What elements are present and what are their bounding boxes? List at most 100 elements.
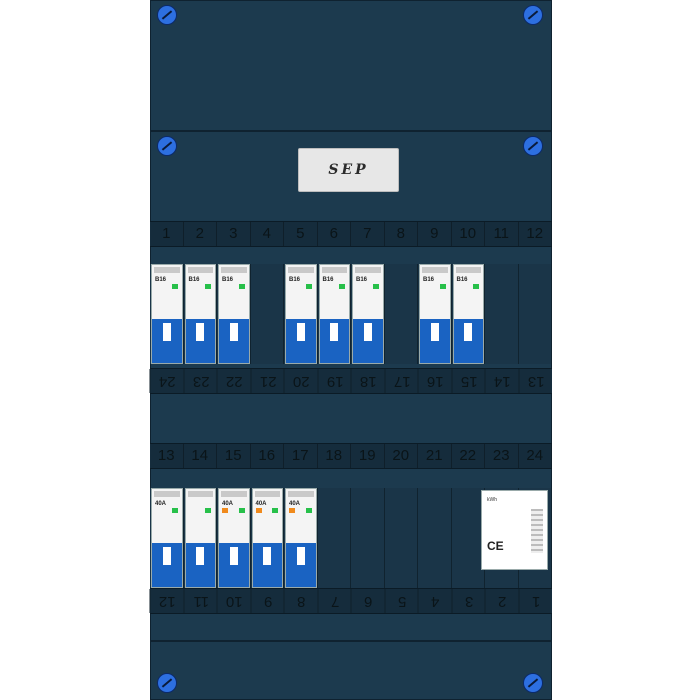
panel-seam	[150, 130, 552, 132]
screw-icon	[157, 136, 177, 156]
circuit-number: 14	[184, 444, 217, 468]
rail-slot	[485, 264, 519, 364]
circuit-number: 5	[284, 222, 318, 246]
circuit-number: 24	[150, 369, 184, 393]
circuit-breaker[interactable]: 40A	[151, 488, 183, 588]
circuit-breaker[interactable]: B16	[184, 264, 216, 364]
circuit-breaker[interactable]: 40A	[218, 488, 250, 588]
circuit-number: 21	[418, 444, 452, 468]
rail-slot	[317, 488, 351, 588]
circuit-number: 22	[452, 444, 485, 468]
rail-slot	[451, 488, 485, 588]
rail-slot	[384, 264, 418, 364]
circuit-number: 18	[318, 444, 351, 468]
circuit-breaker[interactable]: B16	[218, 264, 250, 364]
breaker-rating: B16	[222, 277, 234, 283]
breaker-row-1: B16 B16 B16 B16 B16 B16 B16 B16	[150, 264, 552, 364]
rail-slot	[384, 488, 418, 588]
circuit-number: 19	[351, 444, 385, 468]
circuit-breaker[interactable]: B16	[318, 264, 350, 364]
circuit-number: 8	[385, 222, 418, 246]
screw-icon	[157, 673, 177, 693]
circuit-breaker[interactable]: B16	[352, 264, 384, 364]
circuit-breaker[interactable]	[184, 488, 216, 588]
brand-logo-plate: SEP	[298, 148, 399, 192]
circuit-number: 1	[518, 589, 552, 613]
circuit-breaker[interactable]: B16	[419, 264, 451, 364]
circuit-number: 5	[384, 589, 418, 613]
circuit-number: 3	[217, 222, 251, 246]
breaker-rating: B16	[322, 277, 334, 283]
circuit-number: 6	[318, 222, 351, 246]
brand-logo-text: SEP	[328, 162, 369, 178]
breaker-rating: B16	[356, 277, 368, 283]
circuit-number: 20	[385, 444, 418, 468]
circuit-breaker[interactable]: B16	[452, 264, 484, 364]
rail-slot	[518, 264, 552, 364]
breaker-rating: B16	[155, 277, 167, 283]
breaker-rating: B16	[456, 277, 468, 283]
circuit-number: 14	[485, 369, 519, 393]
circuit-number: 4	[251, 222, 284, 246]
circuit-number: 16	[418, 369, 452, 393]
circuit-number: 4	[418, 589, 452, 613]
circuit-number: 11	[183, 589, 217, 613]
circuit-number: 20	[284, 369, 318, 393]
circuit-number: 18	[351, 369, 385, 393]
panel-seam	[150, 640, 552, 642]
rail-slot	[250, 264, 284, 364]
circuit-number: 21	[250, 369, 284, 393]
breaker-rating: 40A	[222, 501, 234, 507]
circuit-breaker[interactable]: 40A	[285, 488, 317, 588]
circuit-number: 19	[317, 369, 351, 393]
circuit-number: 15	[217, 444, 251, 468]
screw-icon	[157, 5, 177, 25]
circuit-number: 13	[150, 444, 184, 468]
circuit-number: 16	[251, 444, 284, 468]
circuit-number: 15	[451, 369, 485, 393]
breaker-rating: 40A	[155, 501, 167, 507]
circuit-number: 12	[519, 222, 552, 246]
breaker-rating: B16	[289, 277, 301, 283]
circuit-number: 23	[485, 444, 519, 468]
circuit-number: 2	[485, 589, 519, 613]
breaker-rating: B16	[188, 277, 200, 283]
circuit-number: 17	[384, 369, 418, 393]
circuit-number: 2	[184, 222, 217, 246]
breaker-rating: 40A	[289, 501, 301, 507]
circuit-number: 7	[351, 222, 385, 246]
circuit-number: 10	[217, 589, 251, 613]
breaker-rating: 40A	[255, 501, 267, 507]
meter-display	[531, 509, 543, 553]
rail-slot	[418, 488, 452, 588]
circuit-number: 23	[183, 369, 217, 393]
circuit-number: 3	[451, 589, 485, 613]
circuit-number: 10	[452, 222, 485, 246]
circuit-breaker[interactable]: 40A	[251, 488, 283, 588]
circuit-number: 22	[217, 369, 251, 393]
circuit-number: 11	[485, 222, 519, 246]
circuit-number: 12	[150, 589, 184, 613]
circuit-number: 1	[150, 222, 184, 246]
rail-slot	[351, 488, 385, 588]
meter-label: kWh	[487, 497, 497, 503]
circuit-number: 9	[250, 589, 284, 613]
ce-mark-icon: CE	[487, 539, 504, 553]
circuit-breaker[interactable]: B16	[285, 264, 317, 364]
circuit-number: 17	[284, 444, 318, 468]
screw-icon	[523, 673, 543, 693]
circuit-number: 6	[351, 589, 385, 613]
circuit-number: 24	[519, 444, 552, 468]
screw-icon	[523, 136, 543, 156]
screw-icon	[523, 5, 543, 25]
breaker-rating: B16	[423, 277, 435, 283]
energy-meter: kWh CE	[481, 490, 548, 570]
circuit-number: 13	[518, 369, 552, 393]
circuit-breaker[interactable]: B16	[151, 264, 183, 364]
circuit-number: 7	[317, 589, 351, 613]
